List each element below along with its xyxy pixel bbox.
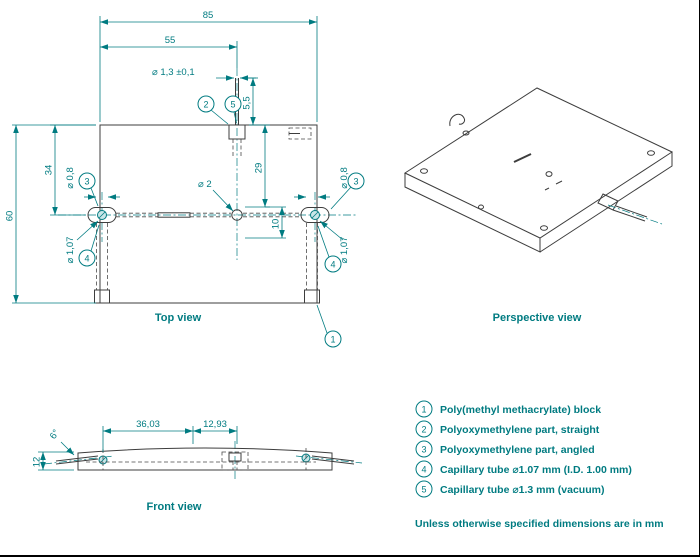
center-slot — [157, 212, 191, 218]
balloon-4-left-number: 4 — [84, 254, 89, 264]
legend-balloon-3 — [415, 440, 433, 458]
left-port-slot — [87, 207, 117, 223]
dim-capillary-dia: ⌀ 1,3 ±0,1 — [152, 67, 195, 78]
dim-overall-height: 60 — [5, 211, 16, 222]
right-bottom-exit — [304, 289, 320, 304]
right-port-slot — [300, 207, 330, 223]
balloon-4-right-number: 4 — [330, 260, 335, 270]
corner-hole — [540, 225, 548, 231]
balloon-2-number: 2 — [203, 100, 208, 110]
dim-center-hole-dia: ⌀ 2 — [198, 179, 212, 190]
corner-hole — [647, 150, 655, 156]
legend-item-1-label: Poly(methyl methacrylate) block — [440, 404, 601, 416]
center-hole-iso — [545, 171, 553, 177]
legend-balloon-3-number: 3 — [421, 445, 426, 455]
legend-balloon-2 — [415, 420, 433, 438]
center-detail-hidden — [221, 451, 249, 471]
dim-tube-stickout: 5,5 — [242, 96, 253, 109]
dim-depth-29: 29 — [254, 163, 265, 174]
perspective-view-label: Perspective view — [493, 312, 582, 324]
top-fitting — [228, 124, 246, 140]
block-outline — [99, 124, 318, 304]
dim-hole-dia-left: ⌀ 0,8 — [65, 167, 76, 189]
legend: 1 Poly(methyl methacrylate) block 2 Poly… — [415, 400, 664, 530]
dim-length-36: 36,03 — [136, 419, 160, 430]
top-tube-loop — [449, 113, 465, 127]
iso-top-face — [403, 87, 674, 239]
balloon-3-right-number: 3 — [353, 177, 358, 187]
balloon-3-left-number: 3 — [84, 177, 89, 187]
balloon-3-right — [347, 172, 365, 190]
dim-plate-height: 12 — [32, 457, 43, 468]
front-view-label: Front view — [146, 501, 201, 513]
legend-balloon-5 — [415, 480, 433, 498]
perspective-view: Perspective view — [403, 87, 674, 324]
corner-hole — [462, 130, 470, 136]
dim-length-12: 12,93 — [203, 419, 227, 430]
legend-balloon-4-number: 4 — [421, 465, 426, 475]
legend-item-4-label: Capillary tube ⌀1.07 mm (I.D. 1.00 mm) — [440, 464, 632, 476]
dim-tube-dia-right: ⌀ 1,07 — [339, 237, 350, 264]
balloon-4-left — [78, 249, 96, 267]
top-view: 85 55 ⌀ 1,3 ±0,1 5,5 29 10 34 60 — [5, 10, 365, 348]
balloon-2 — [197, 95, 215, 113]
top-view-label: Top view — [155, 312, 202, 324]
legend-balloon-2-number: 2 — [421, 425, 426, 435]
legend-item-5-label: Capillary tube ⌀1.3 mm (vacuum) — [440, 484, 604, 496]
balloon-4-right — [324, 255, 342, 273]
dim-overall-width: 85 — [203, 10, 214, 21]
dim-hole-dia-right: ⌀ 0,8 — [339, 167, 350, 189]
balloon-1 — [324, 330, 342, 348]
dim-capillary-offset: 55 — [165, 35, 176, 46]
plate-outline — [77, 447, 333, 471]
corner-hole — [420, 168, 428, 174]
front-view: 36,03 12,93 6° 12 Front view — [32, 419, 363, 513]
balloon-5-number: 5 — [230, 100, 235, 110]
balloon-3-left — [78, 172, 96, 190]
legend-item-2-label: Polyoxymethylene part, straight — [440, 424, 600, 436]
balloon-1-number: 1 — [330, 335, 335, 345]
units-note: Unless otherwise specified dimensions ar… — [415, 518, 664, 530]
dim-tube-dia-left: ⌀ 1,07 — [65, 237, 76, 264]
dim-port-depth: 34 — [44, 165, 55, 176]
legend-item-3-label: Polyoxymethylene part, angled — [440, 444, 595, 456]
legend-balloon-1-number: 1 — [421, 405, 426, 415]
iso-side-faces — [404, 152, 673, 253]
legend-balloon-1 — [415, 400, 433, 418]
center-detail — [228, 452, 242, 462]
legend-balloon-5-number: 5 — [421, 485, 426, 495]
balloon-5 — [224, 95, 242, 113]
side-face-hole — [478, 204, 484, 210]
dim-angle: 6° — [48, 428, 62, 442]
left-bottom-exit — [94, 289, 110, 304]
legend-balloon-4 — [415, 460, 433, 478]
center-slot-iso — [513, 153, 532, 163]
center-hole — [231, 209, 243, 221]
dim-offset-10: 10 — [271, 219, 282, 230]
